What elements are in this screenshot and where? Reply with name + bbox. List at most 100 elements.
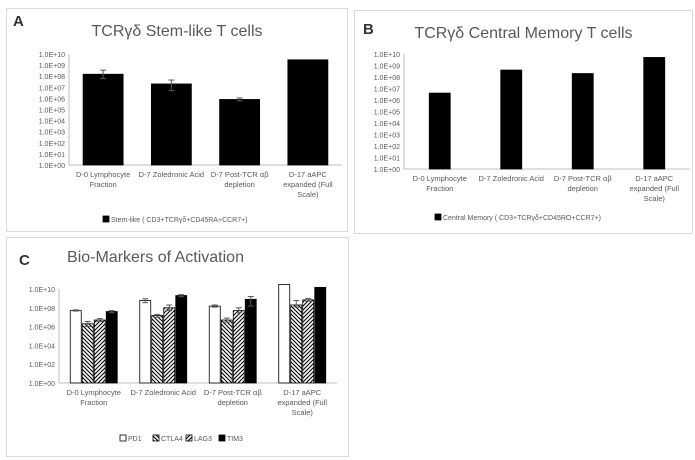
bar-central <box>500 69 523 170</box>
panel-label: A <box>13 13 24 30</box>
category-label: expanded (Full <box>277 398 327 407</box>
legend-swatch <box>102 215 110 223</box>
bar-pd1 <box>139 300 152 384</box>
y-tick-label: 1.0E+10 <box>374 52 400 59</box>
y-tick-label: 1.0E+08 <box>374 75 400 82</box>
bar-lag3 <box>302 299 315 384</box>
panel-a-stem-like: A TCRγδ Stem-like T cells 1.0E+10 1.0E+09… <box>6 8 348 232</box>
legend-swatch <box>218 434 226 442</box>
category-label: D-7 Post-TCR αβ <box>204 388 263 397</box>
bar-central <box>571 73 594 170</box>
panel-label: B <box>363 21 374 38</box>
bar-central <box>428 92 451 170</box>
bar-pd1 <box>69 310 82 384</box>
y-tick-label: 1.0E+00 <box>29 381 55 388</box>
y-tick-label: 1.0E+04 <box>29 343 55 350</box>
chart-title: TCRγδ Central Memory T cells <box>414 25 633 42</box>
legend-swatch <box>185 434 193 442</box>
central-memory-chart: 1.0E+10 1.0E+09 1.0E+08 1.0E+07 1.0E+06 1.0E+… <box>374 52 690 222</box>
legend-swatch <box>434 213 442 221</box>
panel-label: C <box>19 252 30 269</box>
y-tick-label: 1.0E+02 <box>29 362 55 369</box>
y-tick-label: 1.0E+07 <box>374 87 400 94</box>
legend-label: LAG3 <box>194 436 212 443</box>
bar-ctla4 <box>151 315 164 384</box>
y-tick-label: 1.0E+03 <box>374 133 400 140</box>
biomarkers-chart: 1.0E+10 1.0E+08 1.0E+06 1.0E+04 1.0E+02 1.0E+… <box>29 284 337 443</box>
legend-label: TIM3 <box>227 436 243 443</box>
legend-label: CTLA4 <box>161 436 183 443</box>
y-tick-label: 1.0E+04 <box>374 121 400 128</box>
legend-label: Central Memory ( CD3+TCRγδ+CD45RO+CCR7+) <box>443 215 601 222</box>
category-label: Fraction <box>80 398 107 407</box>
y-tick-label: 1.0E+10 <box>39 52 65 59</box>
bar-lag3 <box>93 319 106 384</box>
y-tick-label: 1.0E+04 <box>39 119 65 126</box>
category-label: expanded (Full <box>283 180 333 189</box>
bar-tim3 <box>314 286 327 384</box>
category-label: depletion <box>568 184 598 193</box>
legend-label: Stem-like ( CD3+TCRγδ+CD45RA+CCR7+) <box>111 217 248 224</box>
bar-ctla4 <box>290 304 303 384</box>
category-label: D-7 Post-TCR αβ <box>211 170 270 179</box>
y-tick-label: 1.0E+02 <box>374 144 400 151</box>
bar-tim3 <box>175 295 188 384</box>
bar-stem-like <box>150 83 192 166</box>
category-label: Scale) <box>644 194 666 203</box>
y-tick-label: 1.0E+06 <box>29 325 55 332</box>
category-label: D-0 Lymphocyte <box>413 174 467 183</box>
y-tick-label: 1.0E+05 <box>374 110 400 117</box>
bar-central <box>643 57 666 170</box>
y-tick-label: 1.0E+03 <box>39 130 65 137</box>
y-tick-label: 1.0E+06 <box>39 96 65 103</box>
chart-title: TCRγδ Stem-like T cells <box>91 23 263 40</box>
bar-tim3 <box>244 298 257 384</box>
category-label: D-7 Zoledronic Acid <box>479 174 544 183</box>
y-tick-label: 1.0E+00 <box>374 167 400 174</box>
category-label: depletion <box>218 398 248 407</box>
bar-ctla4 <box>220 319 233 384</box>
y-tick-label: 1.0E+07 <box>39 85 65 92</box>
y-tick-label: 1.0E+00 <box>39 163 65 170</box>
y-tick-label: 1.0E+01 <box>39 152 65 159</box>
category-label: expanded (Full <box>629 184 679 193</box>
bar-stem-like <box>219 99 261 166</box>
category-label: D-7 Zoledronic Acid <box>139 170 204 179</box>
bar-ctla4 <box>81 323 94 384</box>
stem-like-chart: 1.0E+10 1.0E+09 1.0E+08 1.0E+07 1.0E+06 1.0E+… <box>39 52 342 224</box>
category-label: D-17 aAPC <box>635 174 674 183</box>
category-label: Fraction <box>426 184 453 193</box>
y-tick-label: 1.0E+02 <box>39 141 65 148</box>
category-label: D-0 Lymphocyte <box>67 388 121 397</box>
y-tick-label: 1.0E+10 <box>29 287 55 294</box>
y-tick-label: 1.0E+01 <box>374 156 400 163</box>
bar-tim3 <box>105 311 118 384</box>
bar-pd1 <box>208 305 221 384</box>
bar-pd1 <box>278 284 291 384</box>
category-label: Fraction <box>90 180 117 189</box>
bar-stem-like <box>82 73 124 166</box>
legend-swatch <box>119 434 127 442</box>
category-label: Scale) <box>297 190 319 199</box>
legend-swatch <box>152 434 160 442</box>
category-label: depletion <box>224 180 254 189</box>
bar-stem-like <box>287 59 329 166</box>
y-tick-label: 1.0E+09 <box>374 64 400 71</box>
bar-lag3 <box>232 310 245 384</box>
legend-label: PD1 <box>128 436 142 443</box>
category-label: D-7 Zoledronic Acid <box>131 388 196 397</box>
bar-lag3 <box>163 307 176 384</box>
y-tick-label: 1.0E+06 <box>374 98 400 105</box>
chart-title: Bio-Markers of Activation <box>67 249 244 266</box>
y-tick-label: 1.0E+08 <box>39 74 65 81</box>
y-tick-label: 1.0E+05 <box>39 108 65 115</box>
category-label: Scale) <box>292 408 314 417</box>
category-label: D-17 aAPC <box>283 388 322 397</box>
category-label: D-7 Post-TCR αβ <box>554 174 613 183</box>
y-tick-label: 1.0E+08 <box>29 306 55 313</box>
y-tick-label: 1.0E+09 <box>39 63 65 70</box>
category-label: D-0 Lymphocyte <box>76 170 130 179</box>
category-label: D-17 aAPC <box>289 170 328 179</box>
